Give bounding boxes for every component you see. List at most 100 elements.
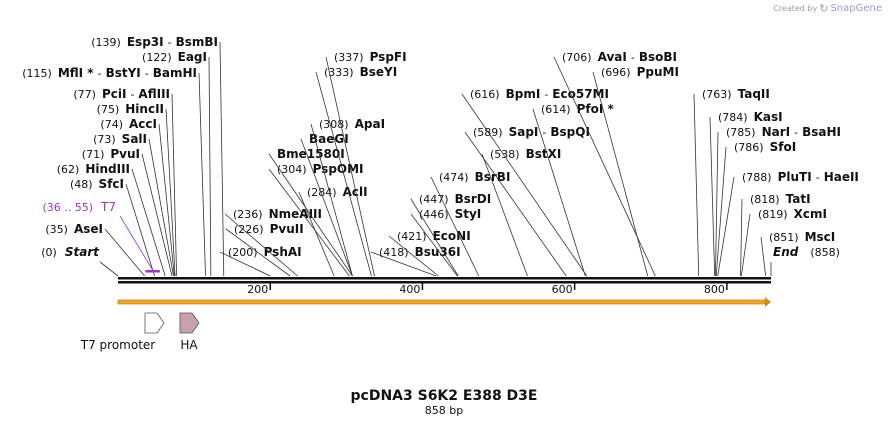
site-leader-line — [165, 108, 176, 277]
restriction-site[interactable]: (706)AvaI-BsoBI — [553, 50, 677, 277]
primer-name: T7 — [100, 200, 116, 214]
restriction-site[interactable]: (48)SfcI — [70, 177, 155, 277]
enzyme-name: PpuMI — [637, 65, 679, 79]
restriction-site[interactable]: (538)BstXI — [481, 147, 561, 277]
restriction-site[interactable]: (763)TaqII — [693, 87, 770, 277]
restriction-site[interactable]: (418)Bsu36I — [370, 245, 461, 277]
primer-t7[interactable]: (36 .. 55)T7 — [42, 200, 160, 273]
construct-length: 858 bp — [425, 404, 463, 417]
site-label: (236)NmeAIII — [233, 207, 322, 221]
restriction-site[interactable]: (139)Esp3I-BsmBI — [91, 35, 225, 277]
restriction-site[interactable]: (447)BsrDI — [410, 192, 491, 277]
restriction-site[interactable]: (75)HincII — [97, 102, 176, 277]
enzyme-name: XcmI — [794, 207, 827, 221]
enzyme-name: AclI — [343, 185, 368, 199]
start-marker: (0)Start — [41, 245, 119, 277]
enzyme-name: TatI — [786, 192, 811, 206]
site-label: (77)PciI-AflIII — [73, 87, 170, 101]
restriction-site[interactable]: BaeGI — [300, 132, 353, 277]
restriction-site[interactable]: (74)AccI — [100, 117, 175, 277]
site-leader-line — [717, 176, 735, 277]
restriction-site[interactable]: (73)SalI — [93, 132, 174, 277]
restriction-site[interactable]: (589)SapI-BspQI — [464, 125, 590, 277]
site-label: (122)EagI — [142, 50, 207, 64]
restriction-site[interactable]: (614)PfoI * — [532, 102, 614, 277]
site-label: (139)Esp3I-BsmBI — [91, 35, 218, 49]
site-leader-line — [219, 41, 225, 277]
restriction-site[interactable]: (446)StyI — [410, 207, 481, 277]
site-leader-line — [300, 138, 353, 277]
restriction-site[interactable]: (818) TatI — [740, 192, 811, 277]
restriction-site[interactable]: (785)NarI-BsaHI — [715, 125, 841, 277]
enzyme-name: HaeII — [824, 170, 859, 184]
enzyme-name: MflI * — [58, 66, 94, 80]
site-leader-line — [208, 56, 212, 277]
site-leader-line — [315, 71, 372, 277]
site-label: BaeGI — [309, 132, 349, 146]
restriction-site[interactable]: (819)XcmI — [740, 207, 827, 277]
site-position: (706) — [562, 51, 592, 64]
restriction-site[interactable]: (71)PvuI — [82, 147, 173, 277]
restriction-site[interactable]: (474)BsrBI — [430, 170, 510, 277]
restriction-site[interactable]: (333)BseYI — [315, 65, 397, 277]
site-position: (71) — [82, 148, 105, 161]
restriction-site[interactable]: (35)AseI — [45, 222, 145, 277]
enzyme-name: BaeGI — [309, 132, 349, 146]
enzyme-name: PvuII — [270, 222, 304, 236]
restriction-site[interactable]: (788)PluTI-HaeII — [717, 170, 859, 277]
site-position: (304) — [277, 163, 307, 176]
restriction-site[interactable]: Bme1580I — [268, 147, 353, 277]
site-position: (818) — [750, 193, 780, 206]
site-position: (200) — [228, 246, 258, 259]
feature-ha[interactable]: HA — [179, 312, 200, 352]
enzyme-name: BspQI — [550, 125, 590, 139]
site-label: (75)HincII — [97, 102, 164, 116]
restriction-site[interactable]: (696)PpuMI — [592, 65, 679, 277]
restriction-site[interactable]: (786)SfoI — [715, 140, 796, 277]
site-position: (763) — [702, 88, 732, 101]
restriction-site[interactable]: (616)BpmI-Eco57MI — [461, 87, 609, 277]
site-position: (538) — [490, 148, 520, 161]
restriction-site[interactable]: (226)PvuII — [225, 222, 304, 277]
ruler-tick-label: 200 — [247, 283, 268, 296]
restriction-site[interactable]: (122)EagI — [142, 50, 212, 277]
enzyme-name: PciI — [102, 87, 127, 101]
site-position: (784) — [718, 111, 748, 124]
enzyme-name: AvaI — [598, 50, 627, 64]
restriction-site[interactable]: (851)MscI — [760, 230, 835, 277]
snapgene-logo-icon: ↻ — [819, 2, 829, 15]
site-leader-line — [298, 191, 335, 277]
restriction-site[interactable]: (304)PspOMI — [268, 162, 364, 277]
feature-t7-promoter[interactable]: T7 promoter — [80, 312, 165, 352]
arrow-right-icon — [179, 312, 200, 334]
site-position: (236) — [233, 208, 263, 221]
site-separator: - — [631, 51, 635, 64]
enzyme-name: HindIII — [85, 162, 130, 176]
site-label: (818) TatI — [750, 192, 811, 206]
restriction-site[interactable]: (337)PspFI — [325, 50, 407, 277]
enzyme-name: Eco57MI — [552, 87, 609, 101]
site-leader-line — [464, 131, 567, 277]
restriction-site[interactable]: (784)KasI — [709, 110, 783, 277]
start-position: (0) — [41, 246, 57, 259]
restriction-site[interactable]: (200)PshAI — [219, 245, 302, 277]
site-position: (421) — [397, 230, 427, 243]
restriction-site[interactable]: (115)MflI *-BstYI-BamHI — [22, 66, 206, 277]
restriction-site[interactable]: (62)HindIII — [57, 162, 166, 277]
primer-label: (36 .. 55)T7 — [42, 200, 116, 214]
site-label: (200)PshAI — [228, 245, 302, 259]
restriction-site[interactable]: (77)PciI-AflIII — [73, 87, 178, 277]
site-position: (589) — [473, 126, 503, 139]
enzyme-name: BstYI — [106, 66, 141, 80]
restriction-site[interactable]: (236)NmeAIII — [224, 207, 322, 277]
enzyme-name: Esp3I — [127, 35, 164, 49]
enzyme-name: BpmI — [506, 87, 541, 101]
enzyme-name: HincII — [125, 102, 164, 116]
site-leader-line — [430, 176, 480, 277]
site-leader-line — [410, 198, 459, 277]
orf-bar[interactable] — [117, 299, 766, 305]
enzyme-name: BamHI — [153, 66, 197, 80]
restriction-site[interactable]: (308)ApaI — [310, 117, 385, 277]
enzyme-name: PspFI — [370, 50, 407, 64]
feature-label: HA — [180, 338, 198, 352]
